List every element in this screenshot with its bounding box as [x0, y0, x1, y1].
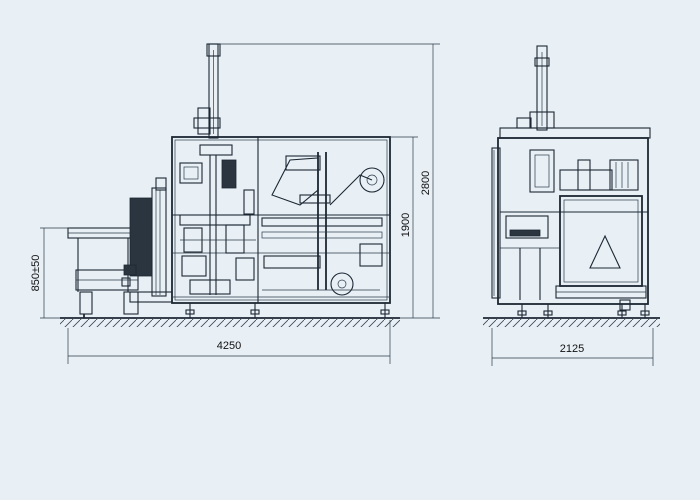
dimension-side-width-label: 2125 — [560, 343, 584, 355]
dimension-front-length: 4250 — [67, 320, 391, 364]
side-ground-hatch — [483, 318, 660, 327]
carton-magazine — [121, 177, 173, 303]
front-top-column — [193, 43, 221, 139]
dimension-side-width: 2125 — [491, 328, 654, 366]
dimension-overall-height: 2800 — [218, 43, 440, 319]
front-right-mechanism — [261, 152, 385, 296]
dimension-infeed-height-label: 850±50 — [30, 255, 42, 292]
dimension-frame-height: 1900 — [390, 136, 418, 318]
dimension-frame-height-label: 1900 — [400, 213, 412, 237]
warning-triangle-icon — [589, 234, 621, 269]
side-frame — [491, 127, 651, 318]
dimension-overall-height-label: 2800 — [420, 171, 432, 195]
infeed-conveyor — [67, 227, 139, 318]
dimension-front-length-label: 4250 — [217, 340, 241, 352]
main-frame — [171, 136, 391, 318]
side-mechanism — [505, 149, 647, 311]
side-view: 2125 — [483, 45, 660, 366]
side-top-column — [516, 45, 555, 131]
side-carton-box — [559, 195, 643, 287]
front-view: 4250 850±50 1900 2800 — [30, 43, 440, 364]
front-left-mechanism — [179, 144, 256, 295]
front-ground-hatch — [60, 318, 400, 327]
dimension-infeed-height: 850±50 — [30, 227, 70, 319]
